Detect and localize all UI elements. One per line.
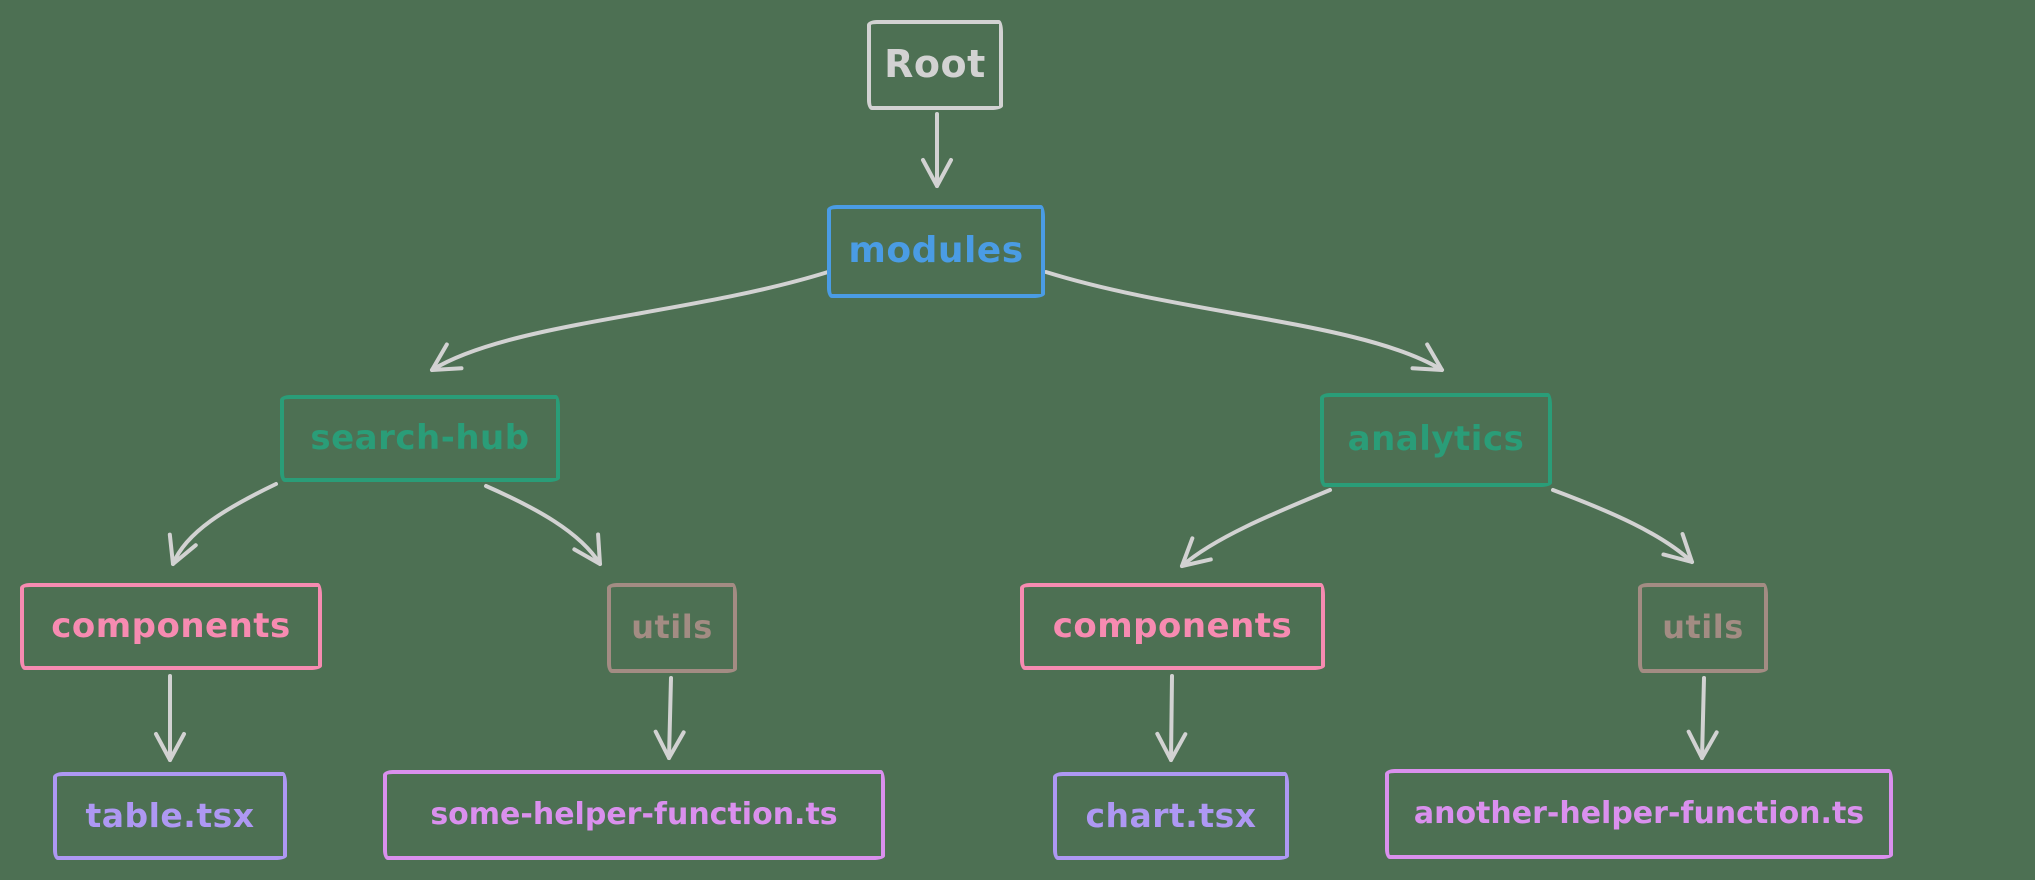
edge-search-hub-utils[interactable]: [484, 484, 602, 566]
node-modules[interactable]: modules: [827, 205, 1045, 298]
edge-utils-another-helper[interactable]: [1686, 676, 1719, 760]
edge-components-chart[interactable]: [1155, 674, 1188, 762]
node-table-tsx[interactable]: table.tsx: [53, 772, 287, 860]
edge-modules-search-hub[interactable]: [430, 270, 830, 372]
node-root-label: Root: [884, 42, 986, 86]
node-chart-tsx[interactable]: chart.tsx: [1053, 772, 1289, 860]
node-modules-label: modules: [848, 230, 1024, 271]
node-another-helper-function-ts-label: another-helper-function.ts: [1413, 795, 1865, 831]
edge-analytics-components[interactable]: [1180, 488, 1332, 568]
node-some-helper-function-ts-label: some-helper-function.ts: [430, 796, 838, 832]
node-chart-tsx-label: chart.tsx: [1085, 795, 1257, 835]
node-search-hub-label: search-hub: [310, 417, 530, 458]
edge-search-hub-components[interactable]: [167, 482, 278, 566]
node-utils-left-label: utils: [631, 608, 713, 646]
node-table-tsx-label: table.tsx: [85, 795, 255, 835]
node-components-right-label: components: [1052, 605, 1293, 646]
node-components-left[interactable]: components: [20, 583, 322, 670]
node-root[interactable]: Root: [867, 20, 1003, 110]
node-utils-right-label: utils: [1662, 608, 1744, 646]
node-some-helper-function-ts[interactable]: some-helper-function.ts: [383, 770, 885, 860]
edge-analytics-utils[interactable]: [1551, 488, 1694, 564]
edge-modules-analytics[interactable]: [1044, 270, 1444, 372]
node-search-hub[interactable]: search-hub: [280, 395, 560, 482]
edge-utils-some-helper[interactable]: [653, 676, 686, 760]
node-another-helper-function-ts[interactable]: another-helper-function.ts: [1385, 769, 1893, 859]
node-components-right[interactable]: components: [1020, 583, 1325, 670]
node-utils-right[interactable]: utils: [1638, 583, 1768, 673]
node-utils-left[interactable]: utils: [607, 583, 737, 673]
node-analytics-label: analytics: [1347, 419, 1525, 459]
node-components-left-label: components: [51, 605, 291, 646]
node-analytics[interactable]: analytics: [1320, 393, 1552, 487]
